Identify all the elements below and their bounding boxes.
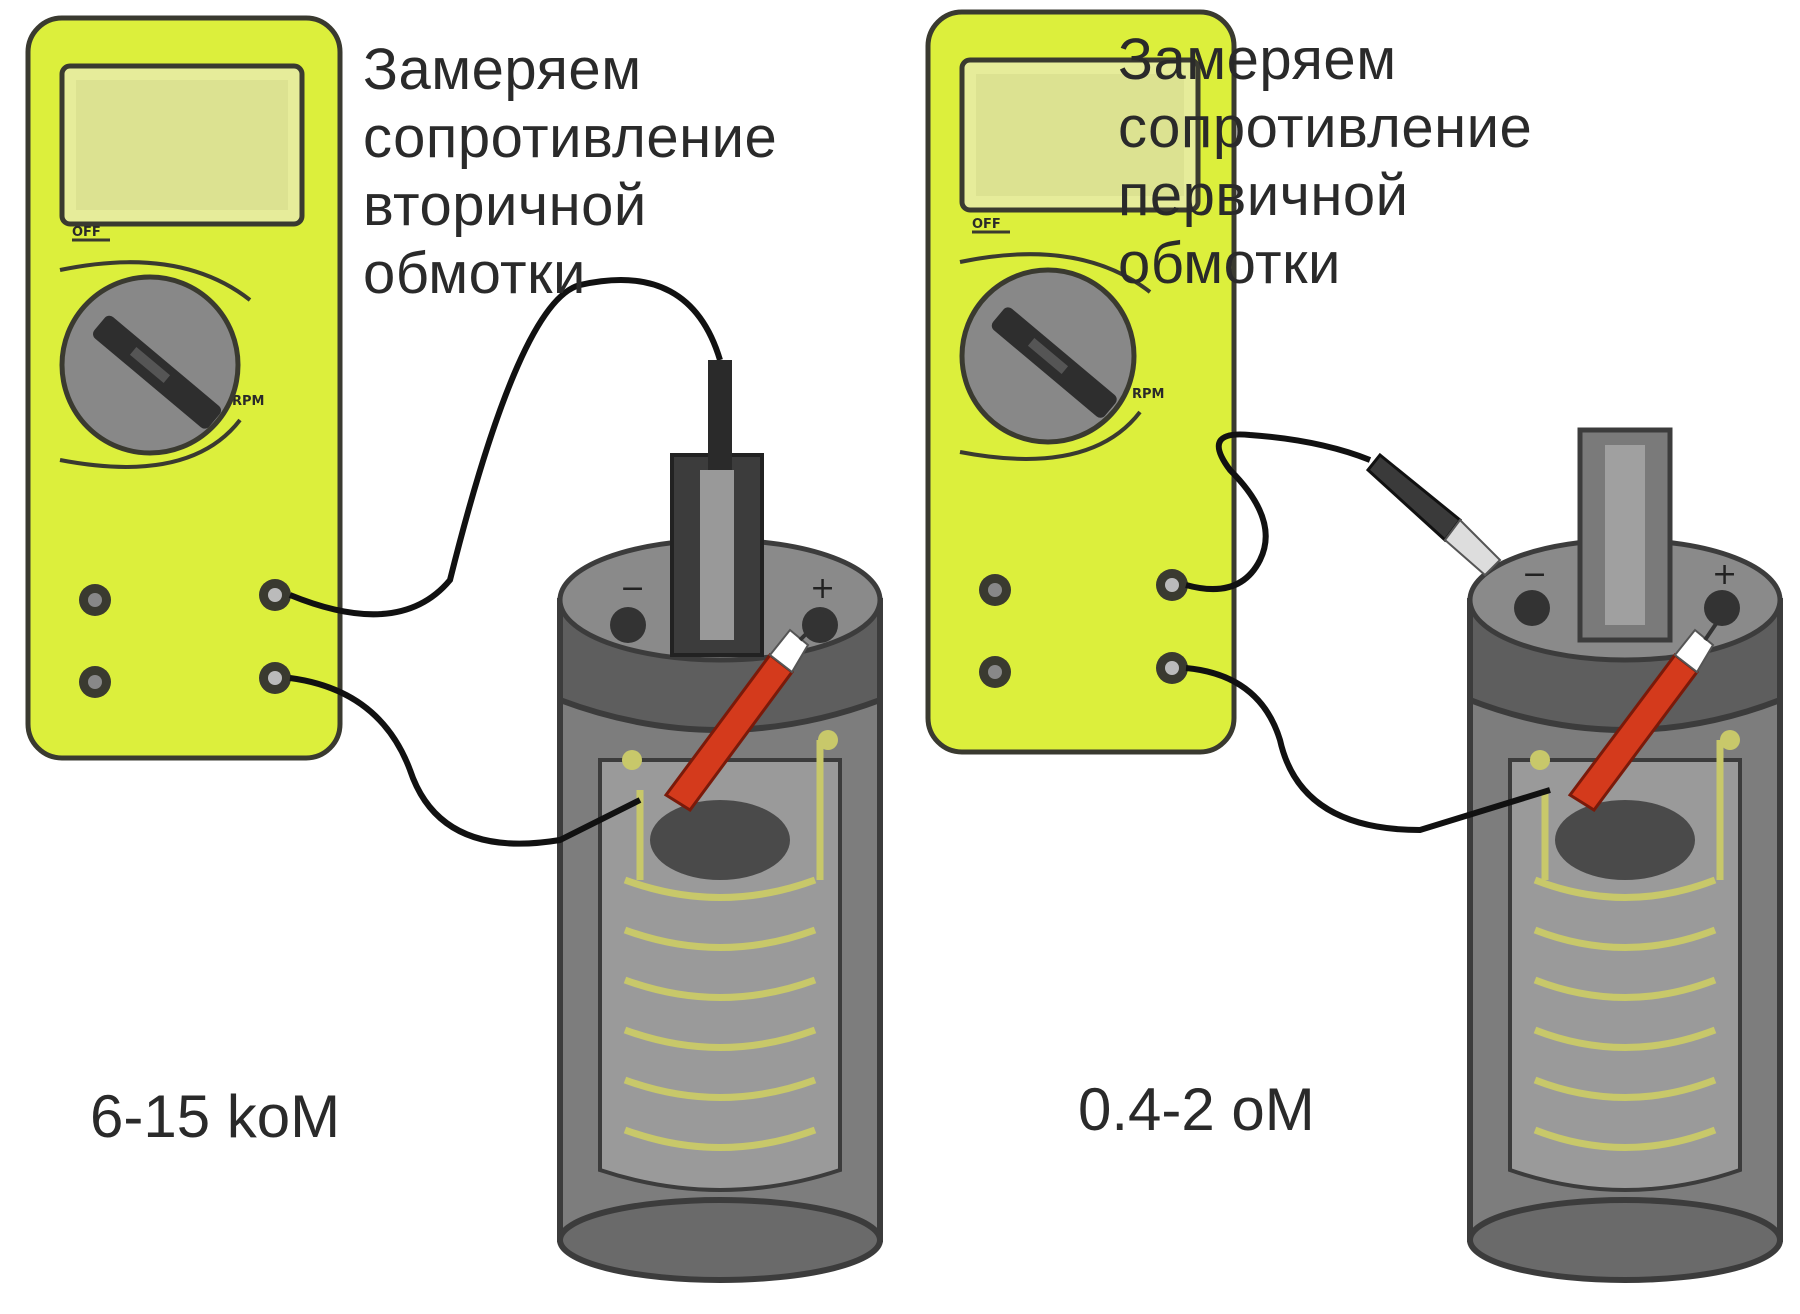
caption-line: сопротивление (363, 105, 778, 170)
panel-primary-winding: OFF RPM (900, 0, 1800, 1314)
black-probe-icon (1365, 452, 1502, 577)
resistance-value-primary: 0.4-2 oM (1078, 1076, 1315, 1143)
red-probe-icon (663, 613, 827, 813)
multimeter-icon: OFF RPM (925, 9, 1237, 755)
off-label: OFF (972, 217, 1001, 232)
red-probe-icon (1567, 613, 1724, 813)
off-label: OFF (72, 225, 101, 240)
caption-line: первичной (1118, 163, 1409, 228)
svg-text:+: + (810, 571, 835, 606)
rpm-label: RPM (1132, 387, 1164, 402)
resistance-value-secondary: 6-15 koM (90, 1083, 341, 1150)
caption-line: Замеряем (1118, 27, 1397, 92)
secondary-measurement-illustration: OFF RPM (25, 15, 883, 1283)
svg-text:−: − (1522, 557, 1547, 592)
caption-primary: Замеряем сопротивление первичной обмотки (1118, 26, 1532, 298)
primary-measurement-illustration: OFF RPM (925, 9, 1783, 1283)
panel-secondary-winding: OFF RPM (25, 15, 883, 1283)
caption-line: Замеряем (363, 37, 642, 102)
test-lead-icon (288, 277, 732, 847)
svg-text:−: − (620, 571, 645, 606)
test-lead-icon (1185, 431, 1551, 834)
multimeter-icon: OFF RPM (25, 15, 343, 761)
ignition-coil-icon: − + (1467, 427, 1783, 1283)
winding-coil (623, 740, 824, 1151)
winding-coil (1533, 740, 1724, 1151)
caption-secondary: Замеряем сопротивление вторичной обмотки (363, 36, 777, 308)
caption-line: обмотки (363, 241, 586, 306)
svg-text:+: + (1712, 557, 1737, 592)
ignition-coil-icon: − + (557, 453, 883, 1283)
caption-line: сопротивление (1118, 95, 1533, 160)
caption-line: обмотки (1118, 231, 1341, 296)
rpm-label: RPM (232, 394, 264, 409)
caption-line: вторичной (363, 173, 647, 238)
